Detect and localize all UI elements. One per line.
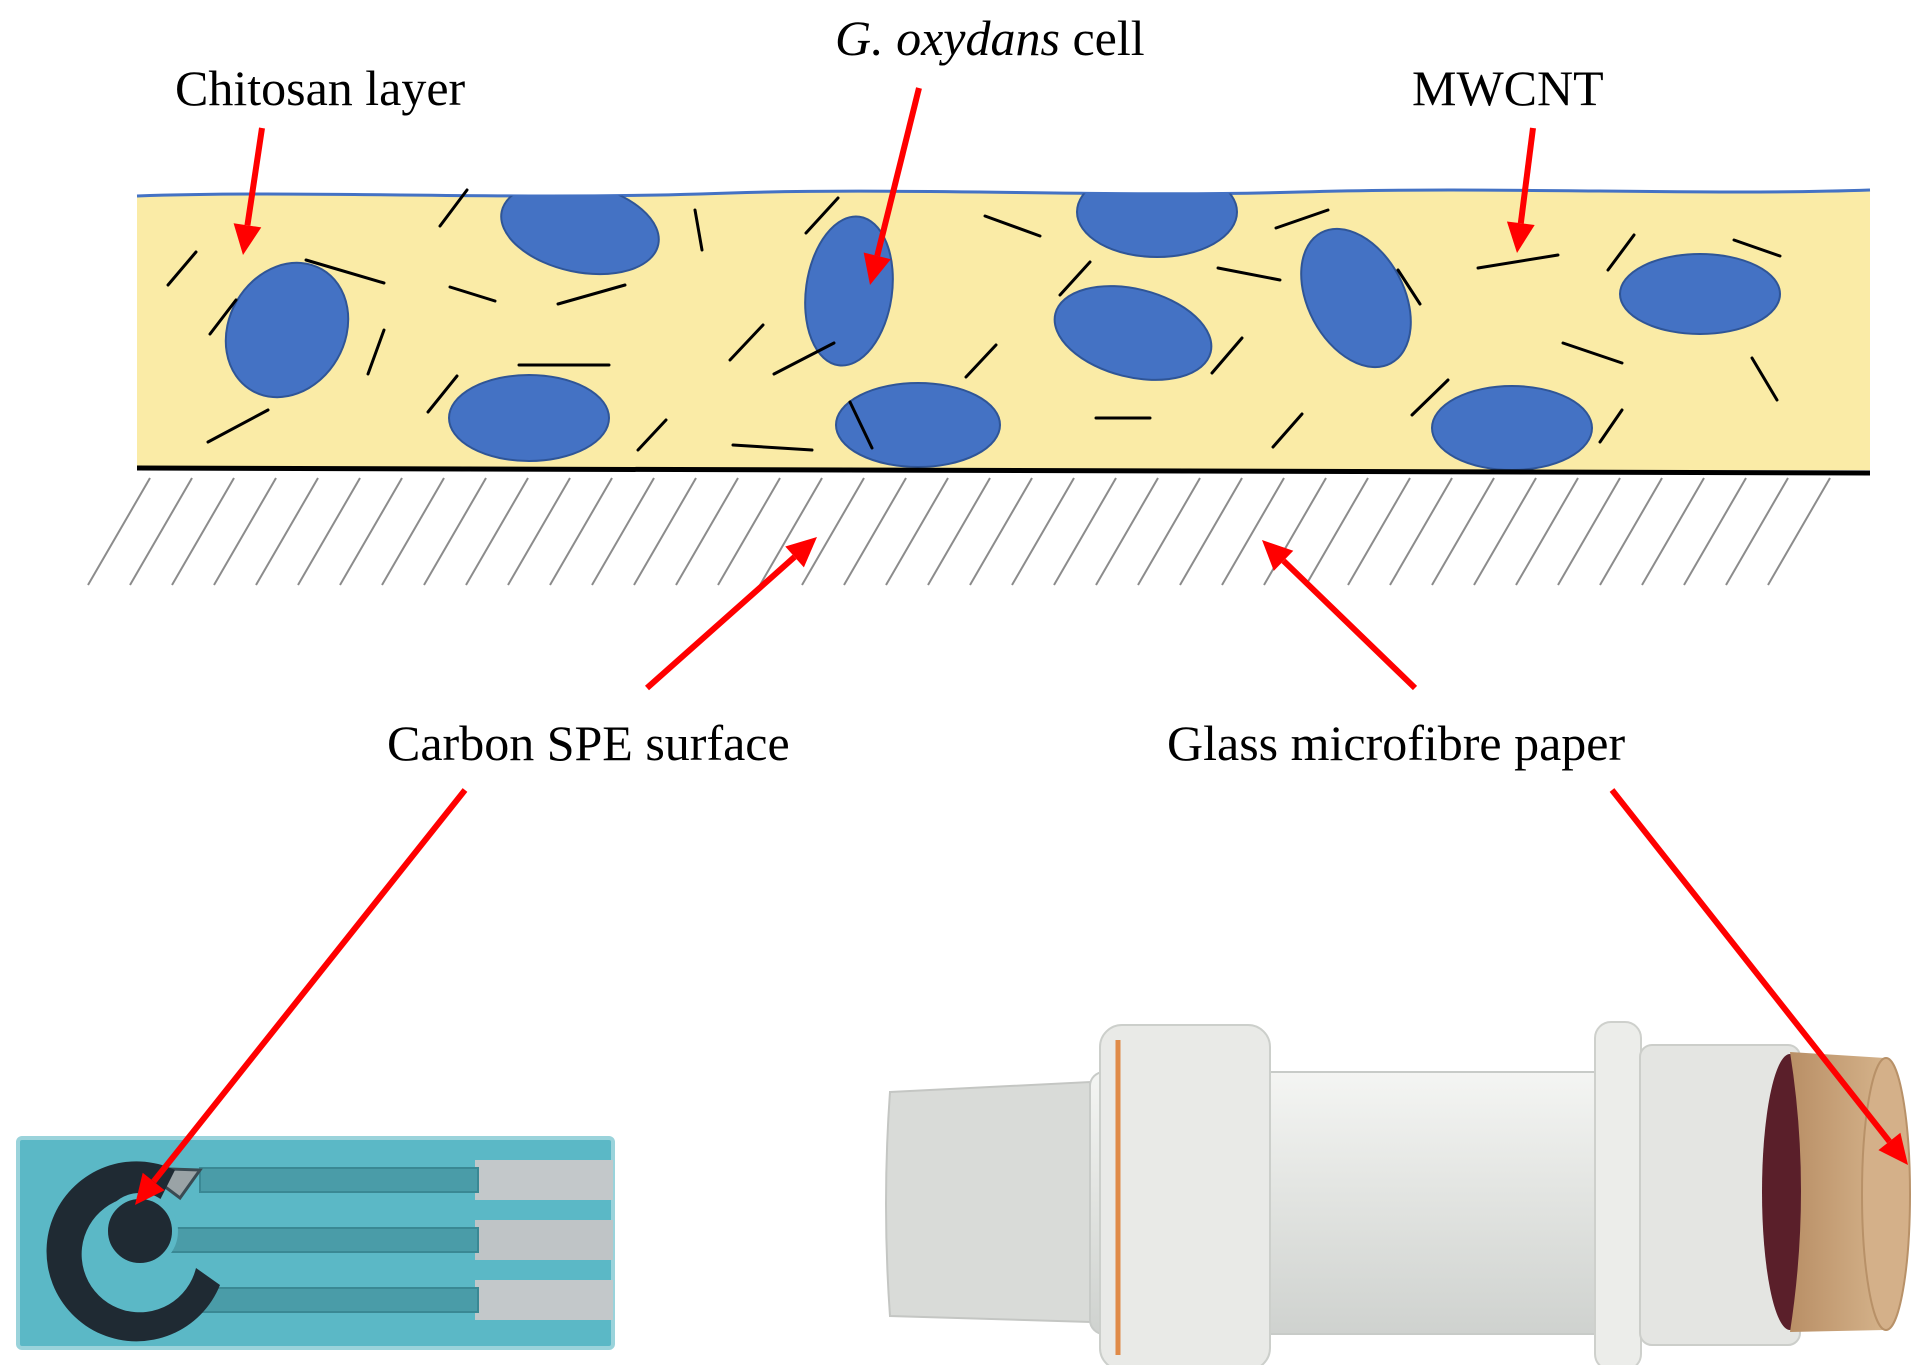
hatch-line [87,477,151,586]
label-glass-microfibre-paper: Glass microfibre paper [1167,715,1626,771]
arrow-mwcnt [1506,127,1536,253]
label-mwcnt: MWCNT [1412,60,1604,116]
arrow-spe-surface-photo-head [135,1172,165,1205]
hatch-line [1557,477,1621,586]
arrow-cell-head [863,252,891,285]
hatch-line [507,477,571,586]
cell [1431,385,1593,470]
cell [835,382,1001,468]
hatch-line [969,477,1033,586]
hatch-line [717,477,781,586]
hatch-line [843,477,907,586]
hatch-line [1179,477,1243,586]
hatch-line [1641,477,1705,586]
electrode-surface-line [136,465,1871,476]
arrow-glass-paper-photo-shaft [1609,788,1892,1144]
hatch-line [1473,477,1537,586]
hatch-line [381,477,445,586]
arrow-glass-paper-photo-head [1878,1132,1908,1165]
hatch-line [129,477,193,586]
hatch-line [171,477,235,586]
substrate-hatch [87,477,1831,586]
arrow-mwcnt-head [1506,221,1535,253]
hatch-line [1221,477,1285,586]
chitosan-surface-line [136,188,1871,198]
arrow-chitosan-layer [233,127,265,255]
cell [1053,285,1213,381]
arrow-spe-surface-photo-shaft [151,788,468,1184]
hatch-line [339,477,403,586]
hatch-line [1767,477,1831,586]
hatch-line [675,477,739,586]
cell [804,215,894,367]
label-cell-suffix: cell [1060,10,1145,66]
label-chitosan-layer: Chitosan layer [175,60,466,116]
hatch-line [1599,477,1663,586]
arrow-glass-paper-top-shaft [1281,558,1418,691]
arrows [135,87,1908,1205]
hatch-line [1515,477,1579,586]
hatch-line [1389,477,1453,586]
hatch-line [633,477,697,586]
hatch-line [297,477,361,586]
arrow-glass-paper-photo [1609,788,1908,1165]
hatch-line [759,477,823,586]
label-cell-species: G. oxydans [835,10,1060,66]
cell [448,374,610,462]
arrow-cell [863,87,922,285]
hatch-line [423,477,487,586]
label-carbon-spe-surface: Carbon SPE surface [387,715,790,771]
hatch-line [1095,477,1159,586]
arrow-glass-paper-top [1262,540,1418,691]
hatch-line [1011,477,1075,586]
arrow-spe-surface-top-head [785,537,817,568]
hatch-line [255,477,319,586]
arrow-spe-surface-top [645,537,817,691]
arrow-spe-surface-top-shaft [645,554,797,691]
arrow-chitosan-layer-shaft [244,127,265,226]
hatch-line [1053,477,1117,586]
label-cell: G. oxydans cell [835,10,1145,66]
hatch-line [1431,477,1495,586]
hatch-line [1347,477,1411,586]
cell [1300,227,1412,369]
cell [500,190,660,276]
arrow-chitosan-layer-head [233,223,262,255]
mwcnt-sticks [166,188,1782,452]
hatch-line [1305,477,1369,586]
arrow-glass-paper-top-head [1262,540,1294,571]
hatch-line [885,477,949,586]
cells [224,190,1781,470]
biosensor-holder-photo [885,1021,1911,1365]
hatch-line [1683,477,1747,586]
hatch-line [213,477,277,586]
screen-printed-electrode-photo [16,1136,615,1350]
hatch-line [591,477,655,586]
hatch-line [465,477,529,586]
hatch-line [801,477,865,586]
arrow-spe-surface-photo [135,788,468,1205]
cell [1619,253,1781,335]
cell [1076,190,1238,258]
arrow-cell-shaft [874,87,922,257]
hatch-line [1137,477,1201,586]
hatch-line [927,477,991,586]
hatch-line [549,477,613,586]
arrow-mwcnt-shaft [1517,127,1536,224]
hatch-line [1725,477,1789,586]
